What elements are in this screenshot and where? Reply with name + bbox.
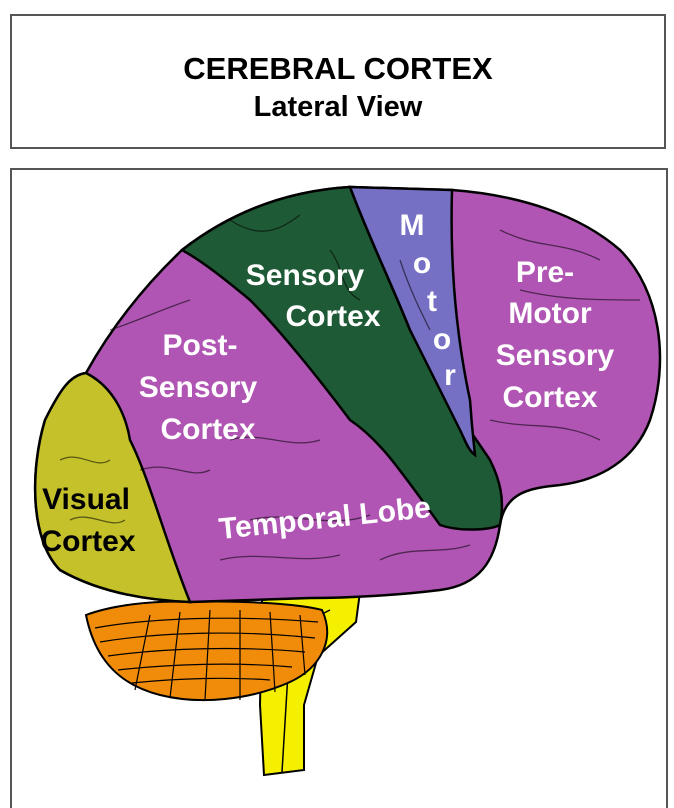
sensory-label-line2: Cortex [285,300,380,333]
motor-label-t: t [427,285,437,318]
motor-label-m: M [400,209,425,242]
motor-label-o2: o [433,323,451,356]
visual-cortex-label-line2: Cortex [40,525,135,558]
premotor-label-line4: Cortex [502,381,597,414]
postsensory-label-line2: Sensory [139,371,258,404]
motor-label-o1: o [413,247,431,280]
premotor-label-line2: Motor [508,297,592,330]
brain-diagram: Sensory Cortex M o t o r Pre- Motor Sens… [0,0,674,787]
postsensory-label-line1: Post- [163,329,238,362]
visual-cortex-label-line1: Visual [42,483,130,516]
motor-label-r: r [444,359,456,392]
premotor-label-line1: Pre- [516,256,574,289]
premotor-label-line3: Sensory [496,339,615,372]
postsensory-label-line3: Cortex [160,413,255,446]
sensory-label-line1: Sensory [246,259,365,292]
